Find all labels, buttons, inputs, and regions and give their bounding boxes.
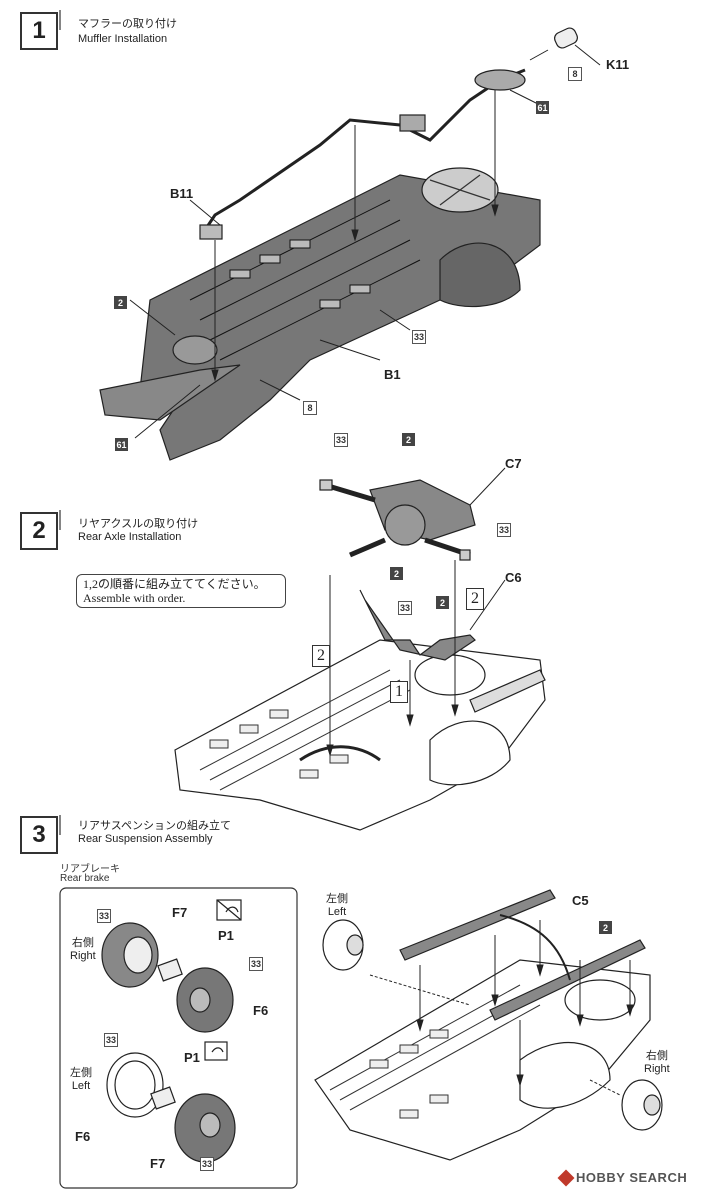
- step-3-number: 3: [20, 816, 58, 854]
- step1-chassis: [139, 174, 541, 461]
- order-box-1: 1: [390, 681, 408, 703]
- part-label-c7: C7: [505, 456, 522, 471]
- order-box-2-b: 2: [312, 645, 330, 667]
- step-2-number: 2: [20, 512, 58, 550]
- badge-33-brake-d: 33: [200, 1157, 214, 1171]
- part-label-f6-b: F6: [75, 1129, 91, 1144]
- step1-front-sill: [99, 364, 241, 421]
- badge-2-b: 2: [390, 567, 403, 580]
- note-text-en: Assemble with order.: [83, 591, 186, 605]
- step2-wheel-well: [429, 720, 511, 786]
- badge-33-c: 33: [398, 601, 412, 615]
- step1-silencer: [474, 69, 526, 91]
- badge-61-b: 61: [115, 438, 128, 451]
- order-box-2-a: 2: [466, 588, 484, 610]
- step1-chassis-detail: [189, 199, 421, 361]
- logo-mark-icon: [557, 1169, 575, 1186]
- logo-text: HOBBY SEARCH: [576, 1170, 688, 1185]
- step-3-title-en: Rear Suspension Assembly: [78, 833, 213, 845]
- badge-33: 33: [412, 330, 426, 344]
- badge-2-a: 2: [402, 433, 415, 446]
- paint-icon-2: [204, 1041, 228, 1061]
- rear-brake-title-jp: リアブレーキ: [60, 864, 120, 875]
- badge-33-a: 33: [334, 433, 348, 447]
- badge-8-a: 8: [568, 67, 582, 81]
- part-label-f6-a: F6: [253, 1003, 269, 1018]
- rear-brake-title-en: Rear brake: [60, 873, 110, 884]
- step-1-number: 1: [20, 12, 58, 50]
- badge-8-b: 8: [303, 401, 317, 415]
- step-3-title-jp: リアサスペンションの組み立て: [78, 820, 232, 832]
- step1-muffler-body: [172, 335, 218, 365]
- step2-fan-disk: [414, 654, 486, 696]
- part-label-c6: C6: [505, 570, 522, 585]
- step2-exhaust: [299, 745, 381, 762]
- badge-2-step3: 2: [599, 921, 612, 934]
- step-1-title-jp: マフラーの取り付け: [78, 18, 177, 30]
- step-2-title-jp: リヤアクスルの取り付け: [78, 518, 199, 530]
- badge-33-brake-c: 33: [104, 1033, 118, 1047]
- step2-rear-arm: [359, 589, 476, 661]
- part-label-f7-a: F7: [172, 905, 188, 920]
- assembly-order-note: 1,2の順番に組み立ててください。 Assemble with order.: [76, 574, 286, 608]
- badge-61-a: 61: [536, 101, 549, 114]
- side-right-label: 右側 Right: [70, 937, 96, 962]
- step3-leaf-spring-1: [399, 889, 556, 961]
- step1-wheel-well: [439, 242, 521, 308]
- hobby-search-logo: HOBBY SEARCH: [557, 1169, 688, 1186]
- brake-left-parts: [106, 1052, 236, 1163]
- step1-tail-tip: [554, 27, 578, 49]
- step3-leaf-spring-2: [489, 939, 646, 1021]
- part-label-k11: K11: [606, 57, 630, 72]
- brake-right-parts: [101, 922, 234, 1033]
- side-left-label-brake: 左側 Left: [70, 1067, 92, 1092]
- note-text-jp: 1,2の順番に組み立ててください。: [83, 577, 266, 591]
- step2-differential: [319, 479, 476, 561]
- side-right-label-chassis: 右側 Right: [644, 1050, 670, 1075]
- step-2-title-en: Rear Axle Installation: [78, 531, 182, 543]
- badge-33-brake-a: 33: [97, 909, 111, 923]
- part-label-p1-b: P1: [184, 1050, 200, 1065]
- side-left-label-chassis: 左側 Left: [326, 893, 348, 918]
- badge-2: 2: [114, 296, 127, 309]
- badge-2-c: 2: [436, 596, 449, 609]
- badge-33-brake-b: 33: [249, 957, 263, 971]
- step3-wheel-well: [519, 1042, 611, 1109]
- part-label-b11: B11: [170, 186, 194, 201]
- badge-33-b: 33: [497, 523, 511, 537]
- step1-exhaust-pipe: [203, 68, 526, 231]
- part-label-c5: C5: [572, 893, 589, 908]
- step3-right-drum: [621, 1079, 663, 1131]
- part-label-p1-a: P1: [218, 928, 234, 943]
- part-label-b1: B1: [384, 367, 401, 382]
- step-1-title-en: Muffler Installation: [78, 33, 168, 45]
- part-label-f7-b: F7: [150, 1156, 166, 1171]
- paint-icon-1: [216, 899, 242, 921]
